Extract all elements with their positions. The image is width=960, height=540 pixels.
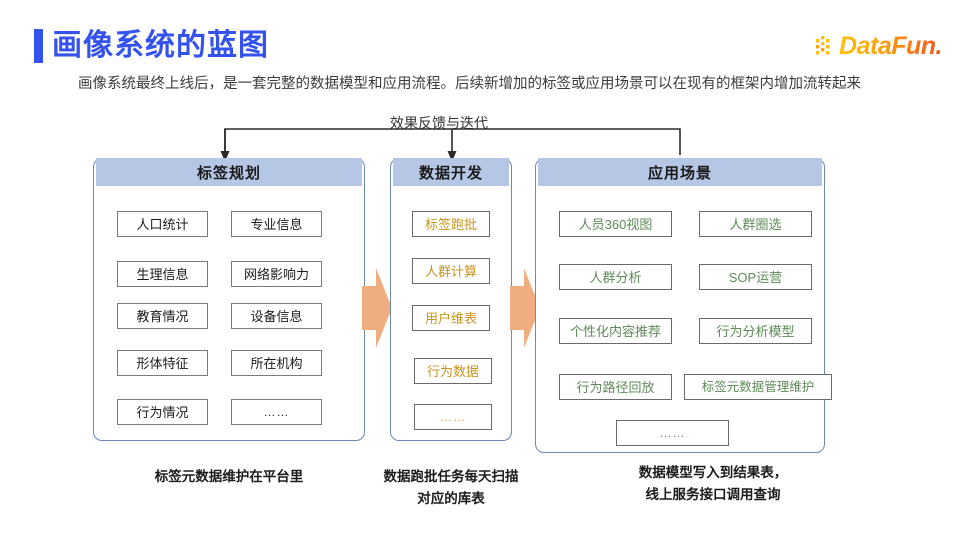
panel-application-scenarios xyxy=(535,158,825,453)
chip-app-8-label: …… xyxy=(659,426,686,440)
chip-app-3[interactable]: SOP运营 xyxy=(699,264,812,290)
caption-tag-planning: 标签元数据维护在平台里 xyxy=(154,469,304,484)
chip-plan-2[interactable]: 生理信息 xyxy=(117,261,208,287)
feedback-loop-arrow xyxy=(220,128,681,162)
chip-dev-0[interactable]: 标签跑批 xyxy=(412,211,490,237)
panel-data-development xyxy=(390,158,512,441)
chip-plan-5[interactable]: 设备信息 xyxy=(231,303,322,329)
caption-application-scenarios: 数据模型写入到结果表， 线上服务接口调用查询 xyxy=(588,462,838,506)
dot-grid-icon xyxy=(816,36,830,55)
title-accent-bar xyxy=(34,29,43,63)
panel-data-development-title: 数据开发 xyxy=(393,158,509,186)
caption-data-development: 数据跑批任务每天扫描 对应的库表 xyxy=(366,466,536,510)
caption-data-development-line1: 数据跑批任务每天扫描 xyxy=(383,469,519,484)
chip-app-8[interactable]: …… xyxy=(616,420,729,446)
panel-tag-planning-title: 标签规划 xyxy=(96,158,362,186)
panel-tag-planning xyxy=(93,158,365,441)
chip-app-5[interactable]: 行为分析模型 xyxy=(699,318,812,344)
caption-application-scenarios-line1: 数据模型写入到结果表， xyxy=(638,465,788,480)
chip-dev-3[interactable]: 行为数据 xyxy=(414,358,492,384)
chip-plan-7[interactable]: 所在机构 xyxy=(231,350,322,376)
chip-dev-2[interactable]: 用户维表 xyxy=(412,305,490,331)
chip-plan-8[interactable]: 行为情况 xyxy=(117,399,208,425)
caption-application-scenarios-line2: 线上服务接口调用查询 xyxy=(645,487,781,502)
chip-app-0[interactable]: 人员360视图 xyxy=(559,211,672,237)
chip-plan-9[interactable]: …… xyxy=(231,399,322,425)
page-title: 画像系统的蓝图 xyxy=(52,29,269,62)
chip-app-1[interactable]: 人群圈选 xyxy=(699,211,812,237)
logo-wordmark: DataFun. xyxy=(839,32,942,60)
chip-dev-1[interactable]: 人群计算 xyxy=(412,258,490,284)
chip-plan-1[interactable]: 专业信息 xyxy=(231,211,322,237)
chip-dev-4[interactable]: …… xyxy=(414,404,492,430)
chip-plan-3[interactable]: 网络影响力 xyxy=(231,261,322,287)
chip-app-4[interactable]: 个性化内容推荐 xyxy=(559,318,672,344)
feedback-loop-label: 效果反馈与迭代 xyxy=(390,115,488,131)
chip-plan-9-label: …… xyxy=(263,405,290,419)
chip-app-2[interactable]: 人群分析 xyxy=(559,264,672,290)
chip-plan-6[interactable]: 形体特征 xyxy=(117,350,208,376)
panel-application-scenarios-title: 应用场景 xyxy=(538,158,822,186)
chip-plan-4[interactable]: 教育情况 xyxy=(117,303,208,329)
chip-app-7[interactable]: 标签元数据管理维护 xyxy=(684,374,832,400)
flow-arrow-dev-to-app xyxy=(510,268,540,348)
chip-dev-4-label: …… xyxy=(440,410,466,424)
chip-app-6[interactable]: 行为路径回放 xyxy=(559,374,672,400)
caption-data-development-line2: 对应的库表 xyxy=(417,491,485,506)
datafun-logo: DataFun. xyxy=(816,33,942,59)
page-subtitle: 画像系统最终上线后，是一套完整的数据模型和应用流程。后续新增加的标签或应用场景可… xyxy=(78,76,861,92)
chip-plan-0[interactable]: 人口统计 xyxy=(117,211,208,237)
flow-arrow-plan-to-dev xyxy=(362,268,392,348)
